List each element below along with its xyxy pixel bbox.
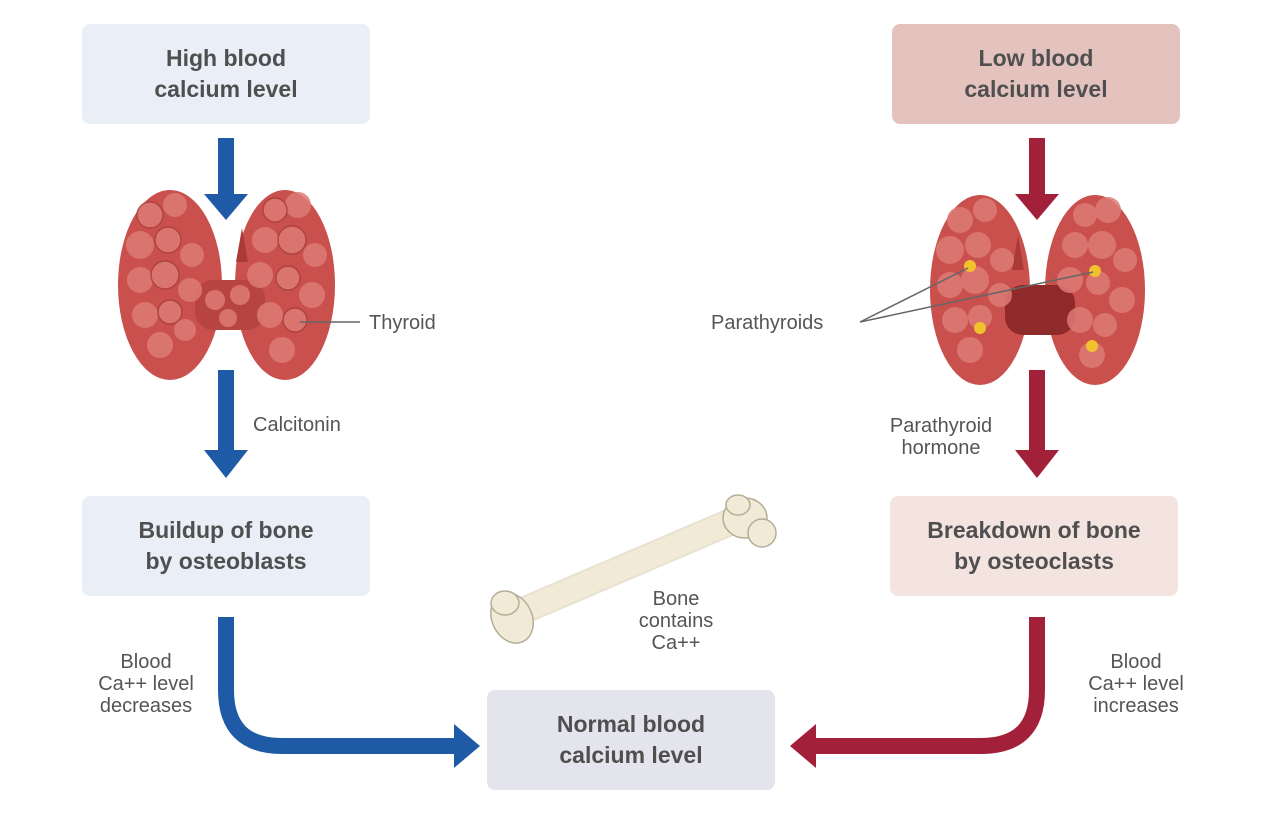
bone-label-line3: Ca++: [651, 632, 701, 654]
level-increases-label: Blood Ca++ level increases: [1066, 651, 1206, 717]
bone-label-line2: contains: [638, 610, 714, 632]
increases-line1: Blood: [1110, 651, 1162, 673]
parathyroid-hormone-line1: Parathyroid: [889, 415, 993, 437]
increases-line2: Ca++ level: [1088, 673, 1184, 695]
decreases-line2: Ca++ level: [98, 673, 194, 695]
arrow-calcitonin: [204, 370, 248, 478]
breakdown-bone-line1: Breakdown of bone: [927, 517, 1141, 543]
normal-calcium-line2: calcium level: [559, 742, 703, 768]
bone-label-line1: Bone: [652, 588, 700, 610]
breakdown-bone-line2: by osteoclasts: [954, 548, 1114, 574]
arrow-high-to-thyroid: [204, 138, 248, 220]
low-calcium-line1: Low blood: [978, 45, 1094, 71]
increases-line3: increases: [1093, 695, 1179, 717]
parathyroid-hormone-line2: hormone: [901, 437, 981, 459]
thyroid-illustration: [118, 190, 360, 380]
high-calcium-box: High blood calcium level: [82, 24, 370, 124]
low-calcium-line2: calcium level: [964, 76, 1108, 102]
level-decreases-label: Blood Ca++ level decreases: [78, 651, 214, 717]
low-calcium-box: Low blood calcium level: [892, 24, 1180, 124]
normal-calcium-box: Normal blood calcium level: [487, 690, 775, 790]
high-calcium-line2: calcium level: [154, 76, 298, 102]
arrow-to-normal-right: [790, 617, 1045, 768]
parathyroid-illustration: [859, 195, 1145, 385]
decreases-line3: decreases: [99, 695, 193, 717]
buildup-bone-line2: by osteoblasts: [145, 548, 307, 574]
buildup-bone-line1: Buildup of bone: [138, 517, 314, 543]
bone-label: Bone contains Ca++: [616, 588, 736, 654]
thyroid-label: Thyroid: [369, 312, 436, 334]
bone-illustration: [490, 494, 777, 644]
normal-calcium-line1: Normal blood: [556, 711, 706, 737]
high-calcium-line1: High blood: [165, 45, 287, 71]
parathyroids-label: Parathyroids: [711, 312, 824, 334]
breakdown-bone-box: Breakdown of bone by osteoclasts: [890, 496, 1178, 596]
calcitonin-label: Calcitonin: [253, 414, 341, 436]
parathyroid-hormone-label: Parathyroid hormone: [866, 415, 1016, 459]
decreases-line1: Blood: [120, 651, 172, 673]
arrow-parathyroid-hormone: [1015, 370, 1059, 478]
arrow-low-to-parathyroid: [1015, 138, 1059, 220]
arrow-to-normal-left: [218, 617, 480, 768]
buildup-bone-box: Buildup of bone by osteoblasts: [82, 496, 370, 596]
